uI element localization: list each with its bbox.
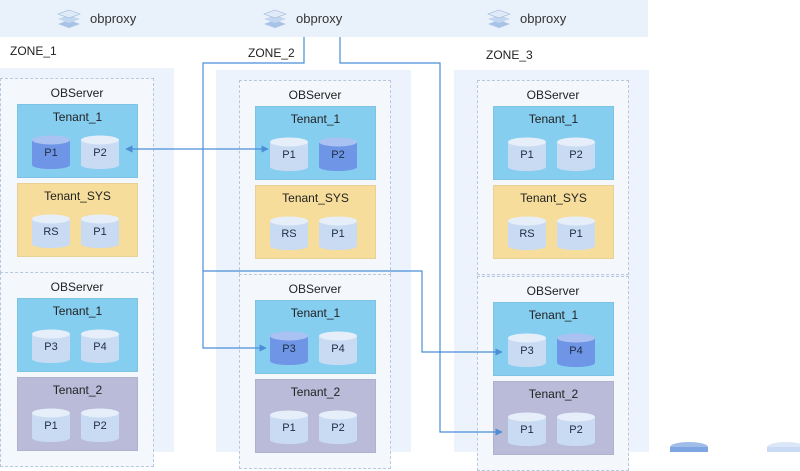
partition-cylinder-icon <box>32 329 70 363</box>
database-stack-icon <box>263 9 287 28</box>
obproxy-label: obproxy <box>520 11 567 26</box>
partition-label: P1 <box>282 422 296 434</box>
tenant-title: Tenant_1 <box>528 308 579 322</box>
partition-cylinder-icon <box>508 137 546 171</box>
partition-label: P4 <box>331 343 345 355</box>
zone-label: ZONE_3 <box>486 48 533 62</box>
obproxy-label: obproxy <box>296 11 343 26</box>
partition-label: P2 <box>93 420 107 432</box>
zone-label: ZONE_2 <box>248 46 295 60</box>
partition-label: RS <box>281 228 297 240</box>
partition-cylinder-icon <box>270 410 308 444</box>
tenant-title: Tenant_1 <box>52 110 103 124</box>
partition-cylinder-icon <box>557 216 595 250</box>
partition-label: P1 <box>282 149 296 161</box>
partition-label: P1 <box>520 149 534 161</box>
observer-title: OBServer <box>50 280 104 294</box>
partition-label: P1 <box>569 228 583 240</box>
partition-label: P2 <box>93 147 107 159</box>
partition-label: P3 <box>520 345 534 357</box>
partition-label: P1 <box>520 424 534 436</box>
partition-label: P4 <box>93 341 107 353</box>
partition-cylinder-icon <box>508 412 546 446</box>
partition-label: P2 <box>331 422 345 434</box>
partition-cylinder-icon <box>81 329 119 363</box>
partition-label: P1 <box>93 226 107 238</box>
partition-label: P2 <box>569 424 583 436</box>
partition-label: P2 <box>331 149 345 161</box>
observer-title: OBServer <box>526 284 580 298</box>
observer-title: OBServer <box>50 86 104 100</box>
partition-cylinder-icon <box>557 412 595 446</box>
partition-cylinder-icon <box>557 333 595 367</box>
partition-label: RS <box>519 228 535 240</box>
obproxy-node: obproxy <box>486 0 566 37</box>
tenant-title: Tenant_1 <box>528 112 579 126</box>
partition-cylinder-icon <box>81 408 119 442</box>
proxy-bar <box>0 0 648 37</box>
partition-cylinder-icon <box>508 333 546 367</box>
partition-cylinder-icon <box>32 214 70 248</box>
partition-label: P1 <box>331 228 345 240</box>
partition-label: P3 <box>44 341 58 353</box>
partition-cylinder-icon <box>557 137 595 171</box>
tenant-title: Tenant_1 <box>290 306 341 320</box>
tenant-title: Tenant_SYS <box>282 191 349 205</box>
partition-cylinder-icon <box>32 135 70 169</box>
observer-title: OBServer <box>288 88 342 102</box>
partition-label: RS <box>43 226 59 238</box>
tenant-title: Tenant_2 <box>528 387 579 401</box>
database-stack-icon <box>487 9 511 28</box>
observer-title: OBServer <box>288 282 342 296</box>
decorative-cylinders <box>670 442 800 452</box>
tenant-title: Tenant_SYS <box>44 189 111 203</box>
tenant-title: Tenant_1 <box>290 112 341 126</box>
partition-label: P3 <box>282 343 296 355</box>
tenant-title: Tenant_2 <box>290 385 341 399</box>
partition-cylinder-icon <box>508 216 546 250</box>
partition-label: P4 <box>569 345 583 357</box>
tenant-title: Tenant_1 <box>52 304 103 318</box>
partition-label: P2 <box>569 149 583 161</box>
partition-cylinder-icon <box>81 214 119 248</box>
partition-cylinder-icon <box>32 408 70 442</box>
partition-cylinder-icon <box>81 135 119 169</box>
partition-label: P1 <box>44 147 58 159</box>
zone-label: ZONE_1 <box>10 44 57 58</box>
obproxy-node: obproxy <box>56 0 136 37</box>
database-stack-icon <box>57 9 81 28</box>
observer-title: OBServer <box>526 88 580 102</box>
partition-label: P1 <box>44 420 58 432</box>
tenant-title: Tenant_SYS <box>520 191 587 205</box>
obproxy-label: obproxy <box>90 11 137 26</box>
obproxy-node: obproxy <box>262 0 342 37</box>
tenant-title: Tenant_2 <box>52 383 103 397</box>
